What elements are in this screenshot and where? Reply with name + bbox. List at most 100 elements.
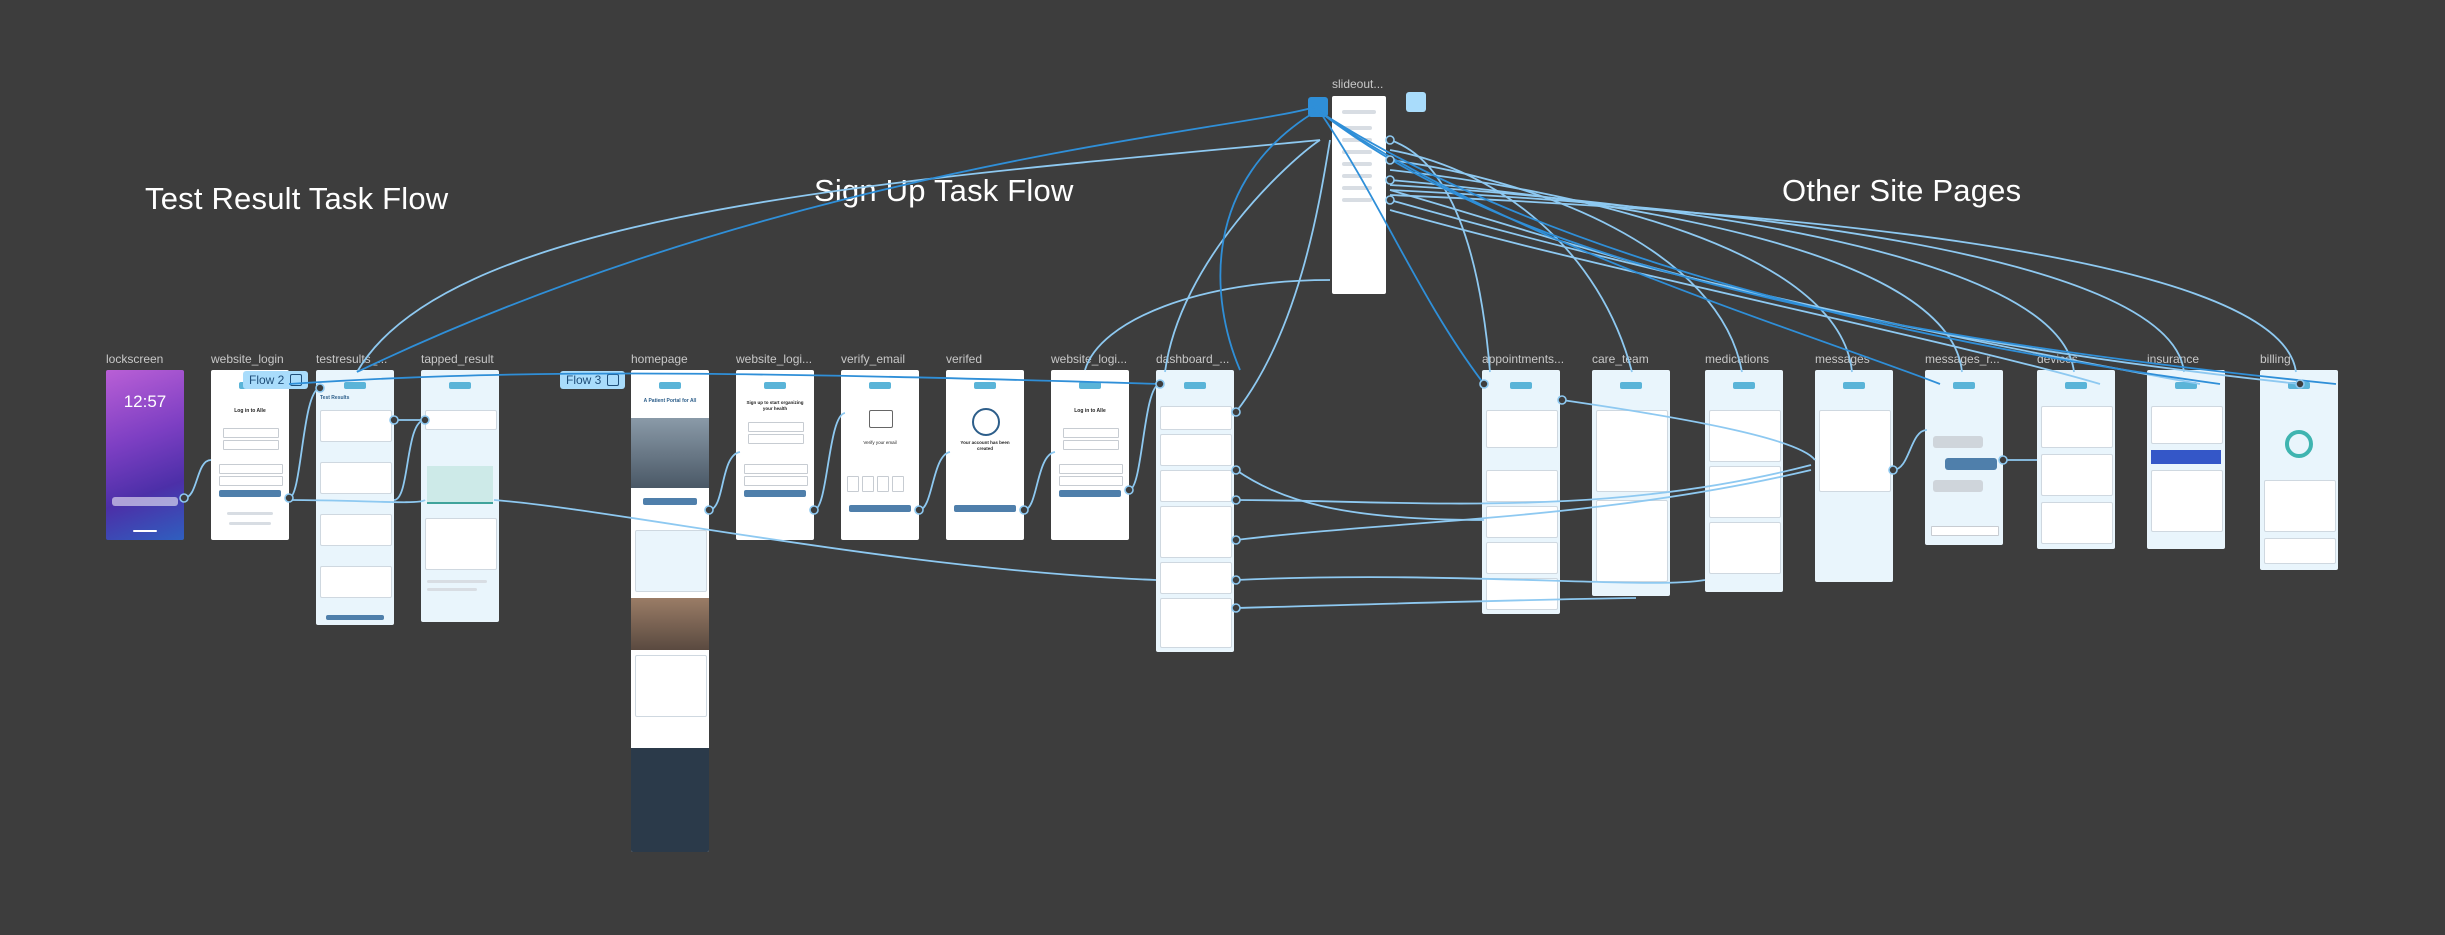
appointment-card[interactable] [1486, 410, 1558, 448]
profile-card [1160, 406, 1232, 430]
apple-login-button[interactable] [1063, 440, 1119, 450]
email-field[interactable] [744, 464, 808, 474]
password-field[interactable] [744, 476, 808, 486]
appointment-card[interactable] [1486, 506, 1558, 538]
doctor-card[interactable] [1596, 410, 1668, 492]
code-field[interactable] [847, 476, 859, 492]
login-to-get-started-button[interactable] [954, 505, 1016, 512]
device-card[interactable] [2041, 454, 2113, 496]
menu-item[interactable] [1342, 174, 1372, 178]
result-card[interactable] [320, 462, 392, 494]
notification-card[interactable] [112, 497, 178, 506]
appointment-card[interactable] [1486, 542, 1558, 574]
frame-label-care-team[interactable]: care_team [1592, 352, 1649, 366]
frame-messages[interactable] [1815, 370, 1893, 582]
menu-item[interactable] [1342, 162, 1372, 166]
password-field[interactable] [219, 476, 283, 486]
test-results-card[interactable] [1160, 562, 1232, 594]
frame-website-login[interactable]: Log in to Alle [211, 370, 289, 540]
email-field[interactable] [1059, 464, 1123, 474]
code-field[interactable] [862, 476, 874, 492]
care-team-card[interactable] [1160, 598, 1232, 648]
frame-label-verify-email[interactable]: verify_email [841, 352, 906, 366]
frame-slideout[interactable] [1332, 96, 1386, 294]
register-button[interactable] [643, 498, 697, 505]
doctor-card[interactable] [1596, 500, 1668, 582]
frame-label-slideout[interactable]: slideout... [1332, 77, 1384, 91]
code-field[interactable] [877, 476, 889, 492]
menu-item[interactable] [1342, 138, 1372, 142]
frame-label-lockscreen[interactable]: lockscreen [106, 352, 164, 366]
google-signup-button[interactable] [748, 422, 804, 432]
message-input[interactable] [1931, 526, 1999, 536]
login-button[interactable] [1059, 490, 1121, 497]
frame-label-medications[interactable]: medications [1705, 352, 1770, 366]
apple-login-button[interactable] [223, 440, 279, 450]
apple-signup-button[interactable] [748, 434, 804, 444]
frame-label-verified[interactable]: verifed [946, 352, 983, 366]
menu-item[interactable] [1342, 110, 1376, 114]
menu-item[interactable] [1342, 186, 1372, 190]
frame-label-testresults[interactable]: testresults_... [316, 352, 388, 366]
device-card[interactable] [2041, 406, 2113, 448]
frame-website-login-2[interactable]: Sign up to start organizing your health [736, 370, 814, 540]
menu-item[interactable] [1342, 198, 1372, 202]
google-login-button[interactable] [223, 428, 279, 438]
frame-devices[interactable] [2037, 370, 2115, 549]
flow-3-tag[interactable]: Flow 3 [560, 371, 626, 389]
billing-table[interactable] [2264, 480, 2336, 532]
frame-testresults[interactable]: Test Results [316, 370, 394, 625]
result-chart [427, 466, 493, 504]
menu-item[interactable] [1342, 126, 1372, 130]
medication-card[interactable] [1709, 522, 1781, 574]
appointment-card[interactable] [1486, 578, 1558, 610]
frame-label-appointments[interactable]: appointments... [1482, 352, 1565, 366]
frame-homepage[interactable]: A Patient Portal for All [631, 370, 709, 852]
connector-node [1155, 379, 1165, 389]
appointments-card[interactable] [1160, 434, 1232, 466]
continue-button[interactable] [849, 505, 911, 512]
frame-insurance[interactable] [2147, 370, 2225, 549]
load-more-button[interactable] [326, 615, 384, 620]
message-list[interactable] [1819, 410, 1891, 492]
result-card[interactable] [320, 410, 392, 442]
messages-card[interactable] [1160, 470, 1232, 502]
frame-label-website-login[interactable]: website_login [211, 352, 284, 366]
medications-card[interactable] [1160, 506, 1232, 558]
frame-label-insurance[interactable]: insurance [2147, 352, 2200, 366]
frame-billing[interactable] [2260, 370, 2338, 570]
frame-dashboard[interactable] [1156, 370, 1234, 652]
frame-medications[interactable] [1705, 370, 1783, 592]
frame-care-team[interactable] [1592, 370, 1670, 596]
medication-card[interactable] [1709, 410, 1781, 462]
code-field[interactable] [892, 476, 904, 492]
frame-verified[interactable]: Your account has been created [946, 370, 1024, 540]
frame-verify-email[interactable]: Verify your email [841, 370, 919, 540]
result-card[interactable] [320, 514, 392, 546]
frame-label-messages[interactable]: messages [1815, 352, 1870, 366]
frame-lockscreen[interactable]: 12:57 [106, 370, 184, 540]
frame-label-website-login-2[interactable]: website_logi... [736, 352, 813, 366]
close-icon[interactable] [1406, 92, 1426, 112]
device-card[interactable] [2041, 502, 2113, 544]
password-field[interactable] [1059, 476, 1123, 486]
appointment-card[interactable] [1486, 470, 1558, 502]
result-card[interactable] [320, 566, 392, 598]
menu-item[interactable] [1342, 150, 1372, 154]
frame-label-billing[interactable]: billing [2260, 352, 2291, 366]
plan-card[interactable] [2151, 470, 2223, 532]
footer [631, 748, 709, 852]
frame-tapped-result[interactable] [421, 370, 499, 622]
frame-label-homepage[interactable]: homepage [631, 352, 688, 366]
frame-website-login-3[interactable]: Log in to Alle [1051, 370, 1129, 540]
email-field[interactable] [219, 464, 283, 474]
frame-label-tapped-result[interactable]: tapped_result [421, 352, 494, 366]
frame-messages-r[interactable] [1925, 370, 2003, 545]
signup-button[interactable] [744, 490, 806, 497]
frame-appointments[interactable] [1482, 370, 1560, 614]
google-login-button[interactable] [1063, 428, 1119, 438]
login-button[interactable] [219, 490, 281, 497]
frame-label-dashboard[interactable]: dashboard_... [1156, 352, 1230, 366]
frame-label-messages-r[interactable]: messages_r... [1925, 352, 2000, 366]
payment-card[interactable] [2264, 538, 2336, 564]
